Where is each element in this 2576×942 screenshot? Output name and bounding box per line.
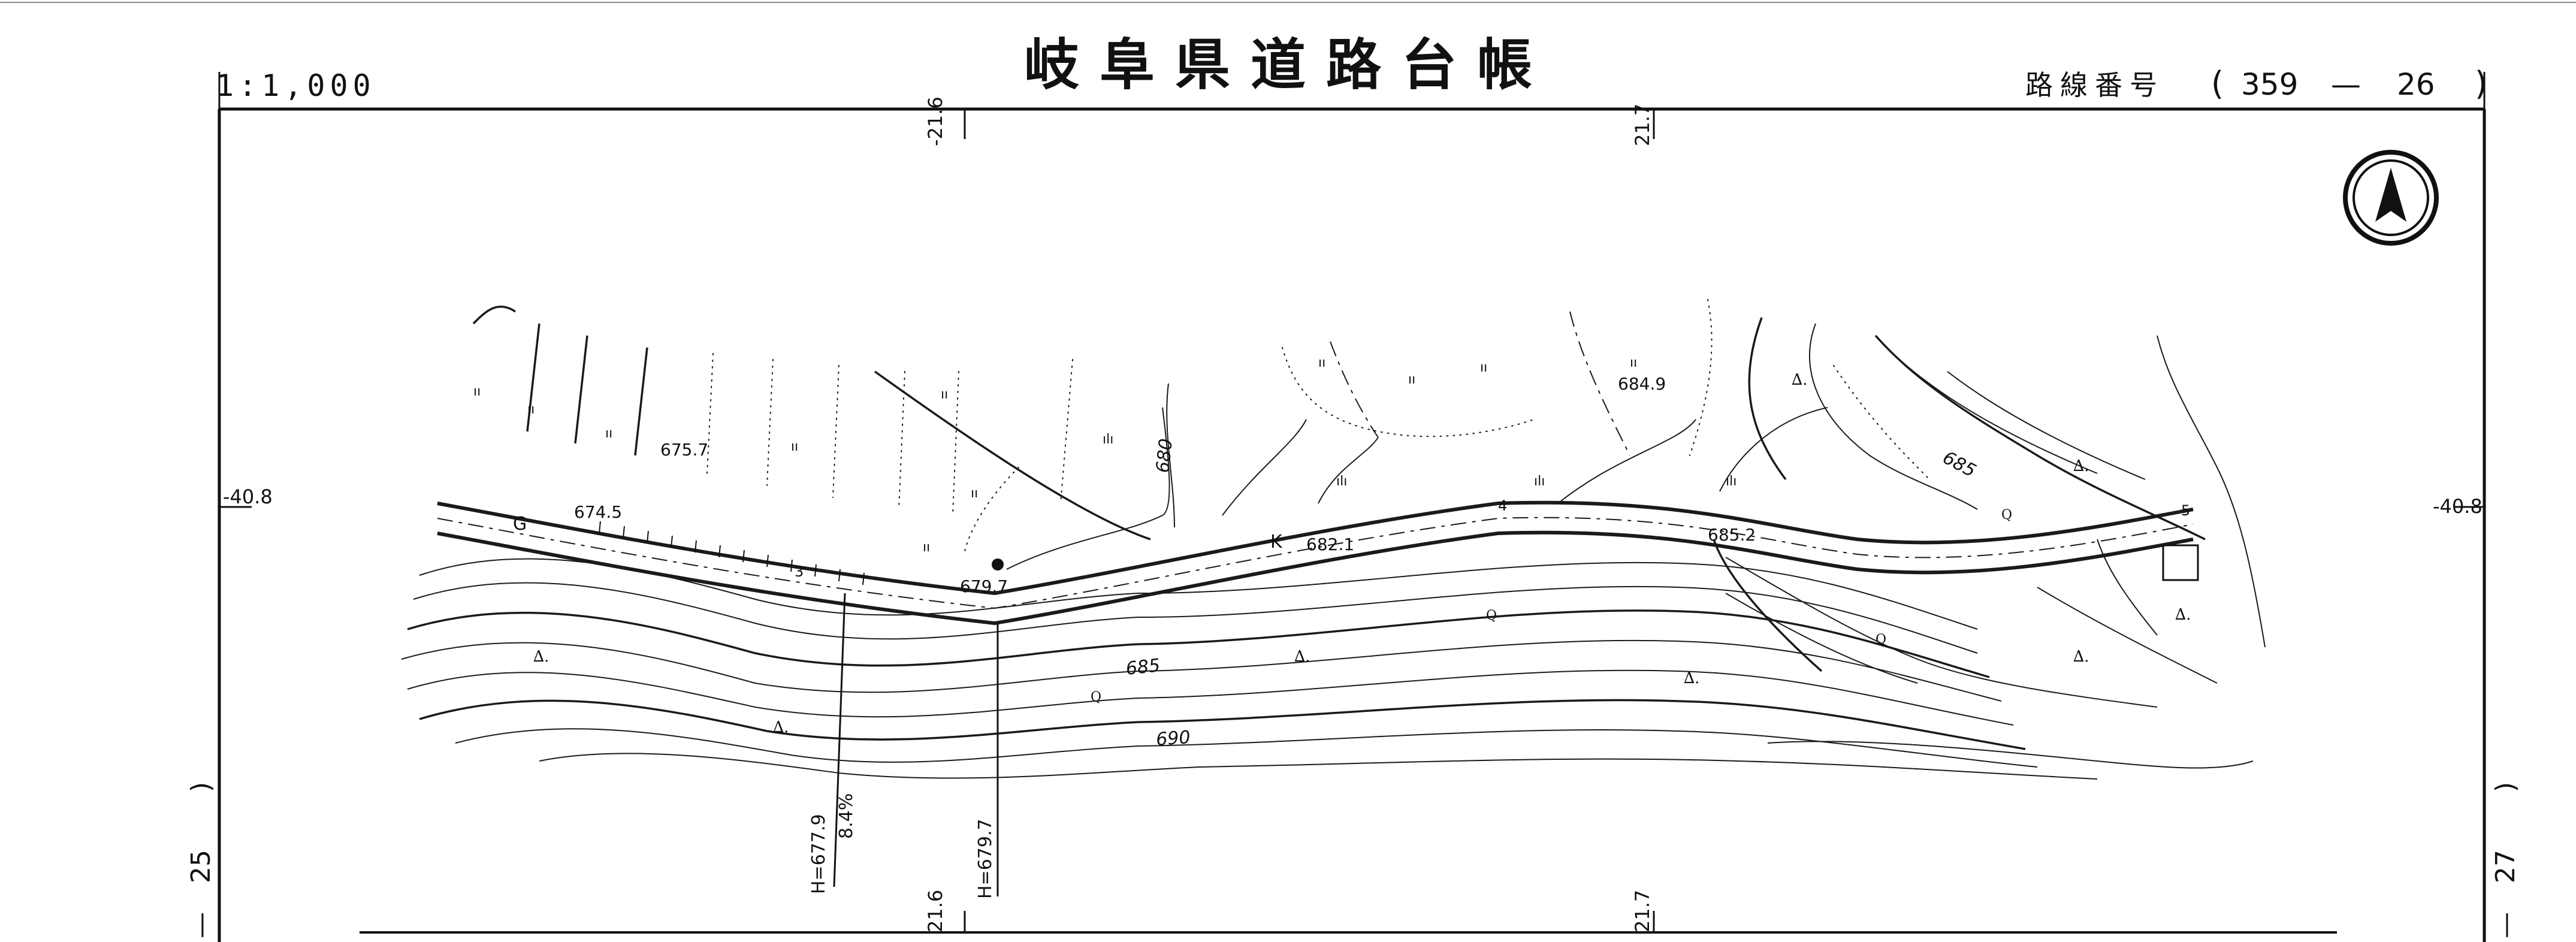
grid-label-x-bottom-left: 21.6 — [924, 890, 947, 932]
svg-text:∆.: ∆. — [773, 718, 789, 736]
profile-lines — [833, 593, 999, 896]
svg-text:∆.: ∆. — [1684, 669, 1699, 687]
spot-height-684-9: 684.9 — [1618, 374, 1666, 394]
svg-text:ıı: ıı — [1408, 372, 1415, 387]
spot-height-675-7: 675.7 — [660, 440, 708, 460]
svg-text:∆.: ∆. — [533, 648, 549, 666]
svg-text:ılı: ılı — [1726, 474, 1737, 489]
svg-text:∆.: ∆. — [1792, 371, 1807, 389]
profile-height-1: H=677.9 — [808, 814, 829, 894]
adjacent-right-number: 27 — [2490, 850, 2521, 883]
contour-label-690: 690 — [1155, 727, 1191, 750]
adjacent-sheet-left: ) 25 — — [186, 782, 216, 938]
svg-text:Q: Q — [1486, 608, 1497, 623]
svg-text:ıı: ıı — [605, 426, 612, 441]
broadleaf-symbols: Q Q Q Q — [1091, 508, 2012, 705]
route-open-paren: ( — [2211, 65, 2224, 102]
adjacent-right-dash: — — [2490, 912, 2521, 938]
svg-text:∆.: ∆. — [2073, 648, 2089, 666]
spot-height-679-7: 679.7 — [960, 576, 1008, 596]
forest-symbols: ∆. ∆. ∆. ∆. ∆. ∆. ∆. ∆. — [533, 371, 2191, 736]
grid-tick-marks — [219, 109, 2484, 932]
road-alignment — [437, 500, 2194, 672]
svg-text:ıı: ıı — [473, 384, 481, 399]
grid-label-y-left: -40.8 — [223, 485, 273, 508]
adjacent-sheet-right: ) 27 — — [2490, 782, 2521, 938]
svg-text:ıı: ıı — [1630, 355, 1637, 370]
grid-label-x-top-right: 21.7 — [1631, 104, 1654, 146]
north-arrow-icon — [2343, 150, 2439, 246]
svg-text:ıı: ıı — [941, 387, 948, 402]
route-number-label: 路線番号 — [2025, 69, 2164, 101]
building-symbol — [2162, 544, 2199, 581]
point-label-k: K — [1270, 532, 1283, 552]
grid-label-y-right: -40.8 — [2433, 495, 2483, 518]
svg-text:ılı: ılı — [1336, 474, 1347, 489]
point-label-4: 4 — [1498, 497, 1507, 514]
svg-text:∆.: ∆. — [2073, 457, 2089, 475]
profile-grade-1: 8.4% — [836, 793, 857, 839]
point-label-5: 5 — [2181, 502, 2190, 519]
spot-height-685-2: 685.2 — [1708, 525, 1756, 545]
svg-text:Q: Q — [1091, 690, 1101, 705]
route-close-paren: ) — [2475, 65, 2487, 102]
svg-text:ılı: ılı — [1103, 432, 1113, 447]
profile-height-2: H=679.7 — [975, 819, 996, 899]
contour-label-685-upper: 685 — [1939, 447, 1979, 482]
route-dash: — — [2331, 67, 2361, 102]
road-shoulder-ticks — [599, 521, 865, 585]
route-number-block: 路線番号 ( 359 — 26 ) — [2025, 65, 2487, 102]
sheet-number-value: 26 — [2397, 67, 2435, 102]
survey-point-marker — [992, 558, 1004, 570]
page-title: 岐阜県道路台帳 — [1024, 33, 1553, 97]
contour-lines — [401, 558, 2254, 780]
scale-label: 1:1,000 — [216, 68, 376, 103]
adjacent-right-paren-close: ) — [2490, 782, 2521, 792]
contour-label-685: 685 — [1125, 655, 1161, 680]
spot-height-674-5: 674.5 — [574, 502, 622, 522]
svg-text:∆.: ∆. — [1294, 648, 1310, 666]
svg-text:ıı: ıı — [923, 540, 930, 555]
spot-height-682-1: 682.1 — [1306, 535, 1354, 554]
svg-text:ıı: ıı — [527, 402, 534, 417]
svg-text:ıı: ıı — [1480, 360, 1487, 375]
svg-text:Q: Q — [1876, 632, 1886, 647]
svg-text:∆.: ∆. — [2175, 606, 2191, 624]
adjacent-left-number: 25 — [186, 850, 216, 883]
grid-label-x-top-left: -21.6 — [924, 96, 947, 146]
point-label-g: G — [513, 514, 527, 535]
route-number-value: 359 — [2241, 67, 2298, 102]
svg-text:Q: Q — [2001, 508, 2012, 523]
adjacent-left-dash: — — [186, 912, 216, 938]
grid-label-x-bottom-right: 21.7 — [1631, 890, 1654, 932]
vegetation-symbols: ıı ıı ıı ıı ılı ıı ıı ıı ıı ılı ılı ılı … — [473, 355, 1737, 555]
svg-text:ıı: ıı — [791, 439, 798, 454]
cliff-and-embankment-hatching — [472, 299, 1930, 552]
map-frame — [218, 72, 2486, 942]
upper-slope-lines — [1006, 317, 2266, 708]
point-label-3: 3 — [795, 563, 804, 580]
svg-text:ıı: ıı — [1318, 355, 1325, 370]
svg-text:ılı: ılı — [1534, 474, 1545, 489]
contour-label-680: 680 — [1152, 437, 1177, 474]
svg-text:ıı: ıı — [971, 486, 978, 501]
adjacent-left-paren-close: ) — [186, 782, 216, 792]
